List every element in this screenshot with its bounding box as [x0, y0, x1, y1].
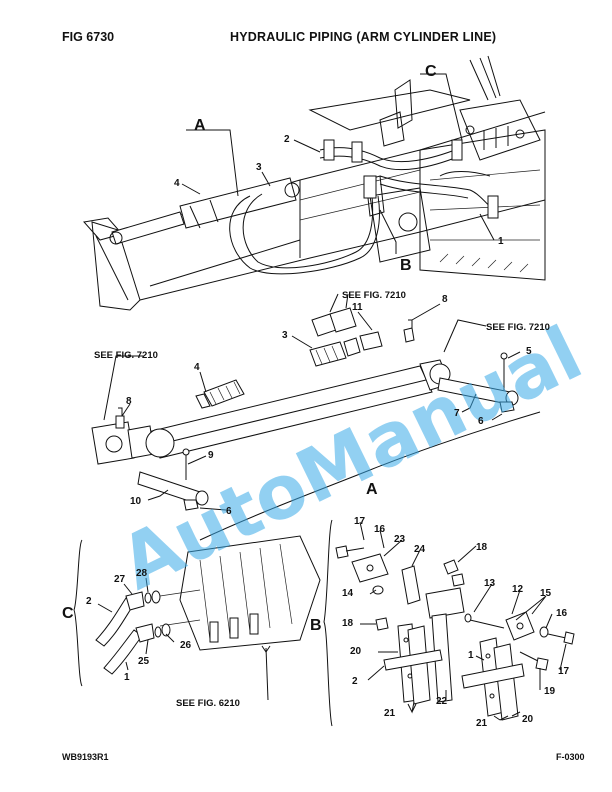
- top-view-leaders: [181, 73, 495, 254]
- callout-25: 25: [138, 656, 150, 667]
- callout-16-top: 16: [374, 524, 386, 535]
- page-title: HYDRAULIC PIPING (ARM CYLINDER LINE): [230, 30, 497, 44]
- callout-3-top: 3: [256, 162, 262, 173]
- callout-22: 22: [436, 696, 448, 707]
- see-fig-7210-note-left: SEE FIG. 7210: [94, 350, 158, 361]
- callout-23: 23: [394, 534, 406, 545]
- callout-21-left: 21: [384, 708, 396, 719]
- view-label-b-top: B: [400, 257, 412, 274]
- see-fig-7210-note-top: SEE FIG. 7210: [342, 290, 406, 301]
- callout-18-top: 18: [476, 542, 488, 553]
- callout-8-right: 8: [442, 294, 448, 305]
- view-label-c-top: C: [425, 63, 437, 80]
- hose-routing-top: [229, 139, 499, 275]
- callout-20-left: 20: [350, 646, 362, 657]
- callout-1-b: 1: [468, 650, 474, 661]
- control-valve-view-c: [73, 535, 321, 701]
- document-code: WB9193R1: [62, 752, 109, 762]
- callout-10: 10: [130, 496, 142, 507]
- callout-20-right: 20: [522, 714, 534, 725]
- callout-21-right: 21: [476, 718, 488, 729]
- see-fig-6210-note: SEE FIG. 6210: [176, 698, 240, 709]
- callout-24: 24: [414, 544, 426, 555]
- figure-number: FIG 6730: [62, 30, 115, 44]
- see-fig-7210-note-right: SEE FIG. 7210: [486, 322, 550, 333]
- callout-2-c: 2: [86, 596, 92, 607]
- callout-13: 13: [484, 578, 496, 589]
- callout-1-c: 1: [124, 672, 130, 683]
- view-label-c-bottom: C: [62, 605, 74, 622]
- callout-9: 9: [208, 450, 214, 461]
- arm-cylinder-top: [109, 177, 300, 245]
- cylinder-exploded-view-a: [91, 293, 541, 541]
- callout-3-mid: 3: [282, 330, 288, 341]
- callout-7: 7: [454, 408, 460, 419]
- view-label-a-top: A: [194, 117, 206, 134]
- callout-8-left: 8: [126, 396, 132, 407]
- callout-2-top: 2: [284, 134, 290, 145]
- callout-27: 27: [114, 574, 126, 585]
- callout-6-left: 6: [226, 506, 232, 517]
- callout-5: 5: [526, 346, 532, 357]
- view-label-a-mid: A: [366, 481, 378, 498]
- view-label-b-bottom: B: [310, 617, 322, 634]
- boom-frame-assembly: [83, 55, 546, 311]
- callout-4-mid: 4: [194, 362, 200, 373]
- callout-26: 26: [180, 640, 192, 651]
- callout-17-right: 17: [558, 666, 570, 677]
- callout-16-right: 16: [556, 608, 568, 619]
- callout-15: 15: [540, 588, 552, 599]
- callout-19: 19: [544, 686, 556, 697]
- callout-14: 14: [342, 588, 354, 599]
- clamp-assembly-view-b: [323, 519, 575, 727]
- callout-28: 28: [136, 568, 148, 579]
- callout-11: 11: [352, 302, 363, 313]
- callout-2-b: 2: [352, 676, 358, 687]
- callout-17-top: 17: [354, 516, 366, 527]
- page-code: F-0300: [556, 752, 585, 762]
- callout-18-left: 18: [342, 618, 354, 629]
- callout-1-top: 1: [498, 236, 504, 247]
- callout-6-right: 6: [478, 416, 484, 427]
- callout-12: 12: [512, 584, 524, 595]
- callout-4-top: 4: [174, 178, 180, 189]
